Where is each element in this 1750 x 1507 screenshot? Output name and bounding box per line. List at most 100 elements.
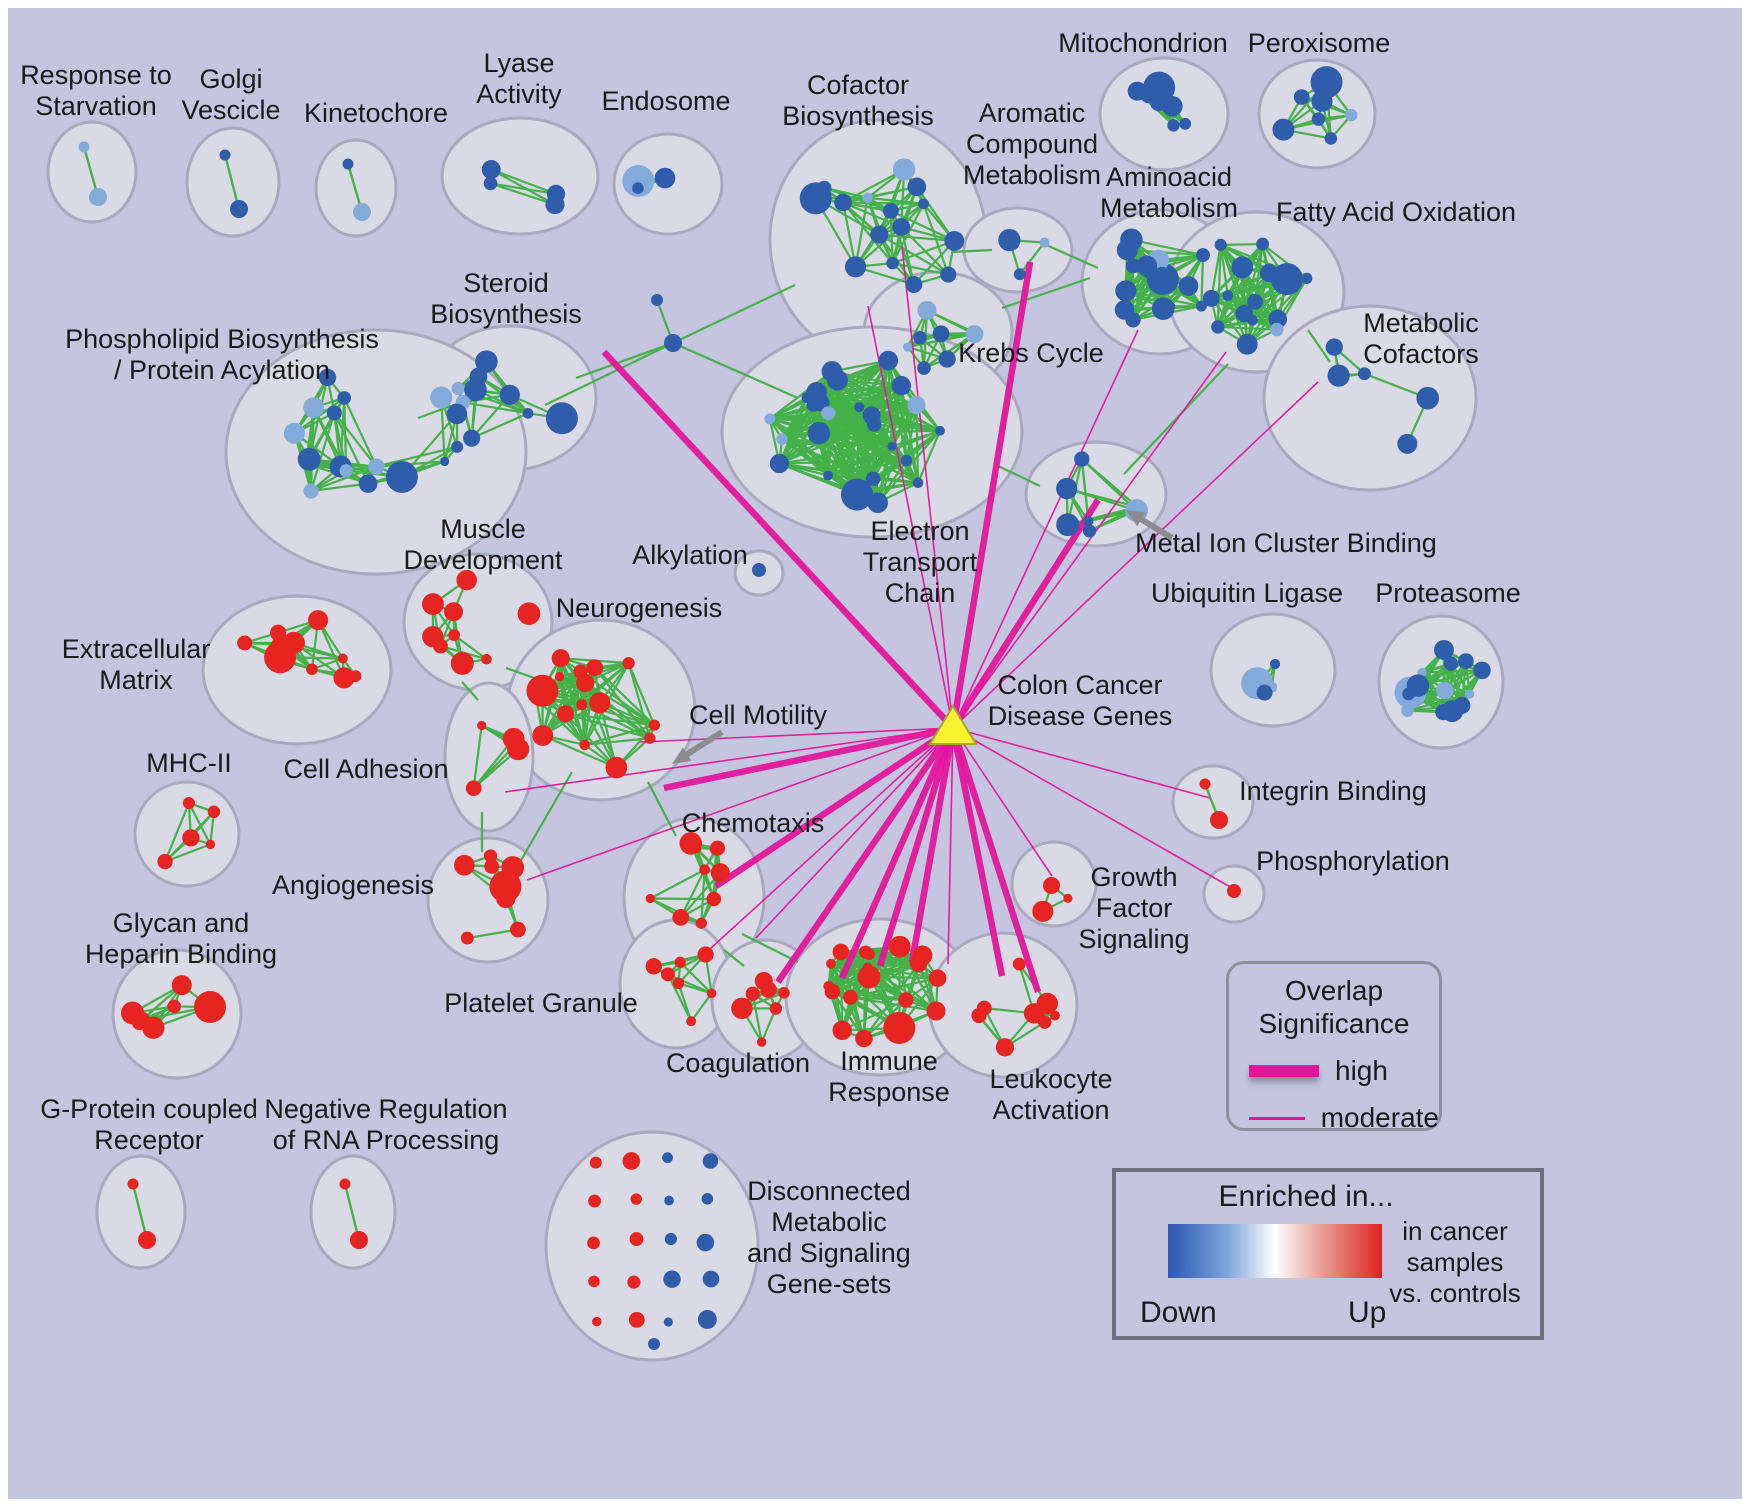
- gene-set-node: [219, 149, 231, 161]
- significance-edge-high: [775, 726, 956, 984]
- gene-set-node: [883, 1011, 916, 1044]
- gene-set-node: [207, 805, 221, 819]
- gene-set-node: [760, 981, 777, 998]
- gene-set-node: [706, 891, 722, 907]
- gene-set-node: [731, 997, 753, 1020]
- gene-set-node: [1199, 778, 1211, 790]
- cluster-ellipse-phospholipid-biosynthesis: [224, 328, 528, 576]
- moderate-significance-line-swatch: [1249, 1116, 1305, 1120]
- disease-genes-hub-triangle: [928, 704, 978, 745]
- gene-set-node: [1050, 1010, 1060, 1021]
- gene-set-node: [530, 693, 542, 705]
- gene-set-node: [867, 492, 889, 513]
- gene-set-node: [1443, 656, 1459, 671]
- gene-set-node: [193, 991, 226, 1024]
- gene-set-node: [557, 705, 575, 723]
- gene-set-node: [451, 381, 465, 396]
- gene-set-node: [1473, 661, 1491, 680]
- gene-set-node: [801, 392, 813, 403]
- gene-set-node: [663, 1317, 673, 1327]
- gene-set-node: [932, 325, 950, 343]
- gene-set-node: [545, 195, 565, 215]
- gene-set-node: [545, 402, 578, 435]
- gene-set-node: [422, 626, 444, 648]
- gene-set-node: [1310, 66, 1343, 99]
- gene-set-node: [907, 177, 927, 197]
- gene-set-node: [576, 699, 588, 711]
- gene-set-node: [138, 1231, 156, 1249]
- gene-set-node: [460, 931, 474, 945]
- cluster-label-neurogenesis: Neurogenesis: [556, 593, 723, 623]
- annotation-arrow-head: [1126, 510, 1146, 527]
- gene-set-node: [1032, 900, 1054, 922]
- annotation-arrow-head: [672, 747, 692, 764]
- gene-set-node: [277, 636, 295, 654]
- gene-set-node: [301, 458, 311, 469]
- gene-set-node: [857, 965, 881, 989]
- gene-set-node: [589, 692, 611, 714]
- gene-set-node: [1211, 320, 1225, 334]
- gene-set-node: [270, 624, 287, 641]
- gene-set-node: [664, 1232, 678, 1246]
- gene-set-node: [1056, 513, 1080, 537]
- gene-set-node: [1125, 258, 1141, 274]
- gene-set-node: [499, 384, 520, 406]
- significance-edge-moderate: [639, 727, 954, 743]
- gene-set-node: [484, 858, 500, 874]
- significance-edge-high: [908, 727, 957, 963]
- gene-set-node: [1179, 117, 1192, 130]
- gene-set-node: [907, 395, 926, 415]
- gene-set-node: [586, 659, 604, 677]
- enrichment-legend-title: Enriched in...: [1218, 1180, 1394, 1213]
- gene-set-node: [1259, 264, 1279, 283]
- significance-edge-high: [949, 727, 1042, 993]
- enrichment-color-legend: Enriched in... Down Up in cancer samples…: [1112, 1168, 1544, 1340]
- gene-set-node: [481, 160, 501, 179]
- gene-set-node: [368, 458, 385, 475]
- gene-set-node: [171, 975, 192, 996]
- gene-set-node: [450, 651, 474, 675]
- gene-set-node: [1453, 696, 1471, 714]
- gene-set-node: [326, 405, 342, 421]
- gene-set-node: [510, 921, 526, 938]
- gene-set-node: [870, 225, 889, 244]
- cluster-label-metal-ion-cluster-binding: Metal Ion Cluster Binding: [1135, 528, 1437, 558]
- gene-set-node: [579, 739, 590, 751]
- gene-set-node: [475, 350, 498, 373]
- gene-set-node: [645, 893, 655, 904]
- gene-set-node: [824, 983, 841, 1000]
- significance-edge-high: [839, 726, 956, 980]
- gene-set-node: [709, 842, 723, 856]
- inter-cluster-edges-layer: [417, 242, 1331, 967]
- gene-set-node: [1083, 516, 1094, 527]
- gene-set-node: [887, 441, 897, 451]
- gene-set-node: [935, 425, 945, 436]
- significance-edge-moderate: [755, 727, 954, 939]
- cluster-label-mhc-ii: MHC-II: [146, 748, 231, 778]
- gene-set-node: [337, 653, 348, 664]
- gene-set-node: [573, 664, 588, 679]
- cluster-ellipse-extracellular-matrix: [201, 594, 393, 746]
- gene-set-node: [134, 1011, 150, 1028]
- gene-set-node: [358, 474, 378, 493]
- gene-set-node: [469, 367, 488, 386]
- gene-set-node: [972, 1009, 986, 1024]
- cluster-label-chemotaxis: Chemotaxis: [682, 808, 825, 838]
- gene-set-node: [269, 651, 284, 666]
- connector-node: [664, 334, 682, 352]
- gene-set-node: [510, 737, 523, 750]
- gene-set-node: [385, 460, 418, 493]
- gene-set-node: [532, 725, 554, 746]
- gene-set-node: [337, 391, 352, 405]
- gene-set-node: [855, 1029, 873, 1048]
- gene-set-node: [342, 158, 354, 170]
- overlap-legend-row-high: high: [1249, 1055, 1439, 1087]
- gene-set-node: [1023, 1003, 1045, 1024]
- gene-set-node: [628, 1311, 645, 1328]
- gene-set-node: [1116, 239, 1138, 261]
